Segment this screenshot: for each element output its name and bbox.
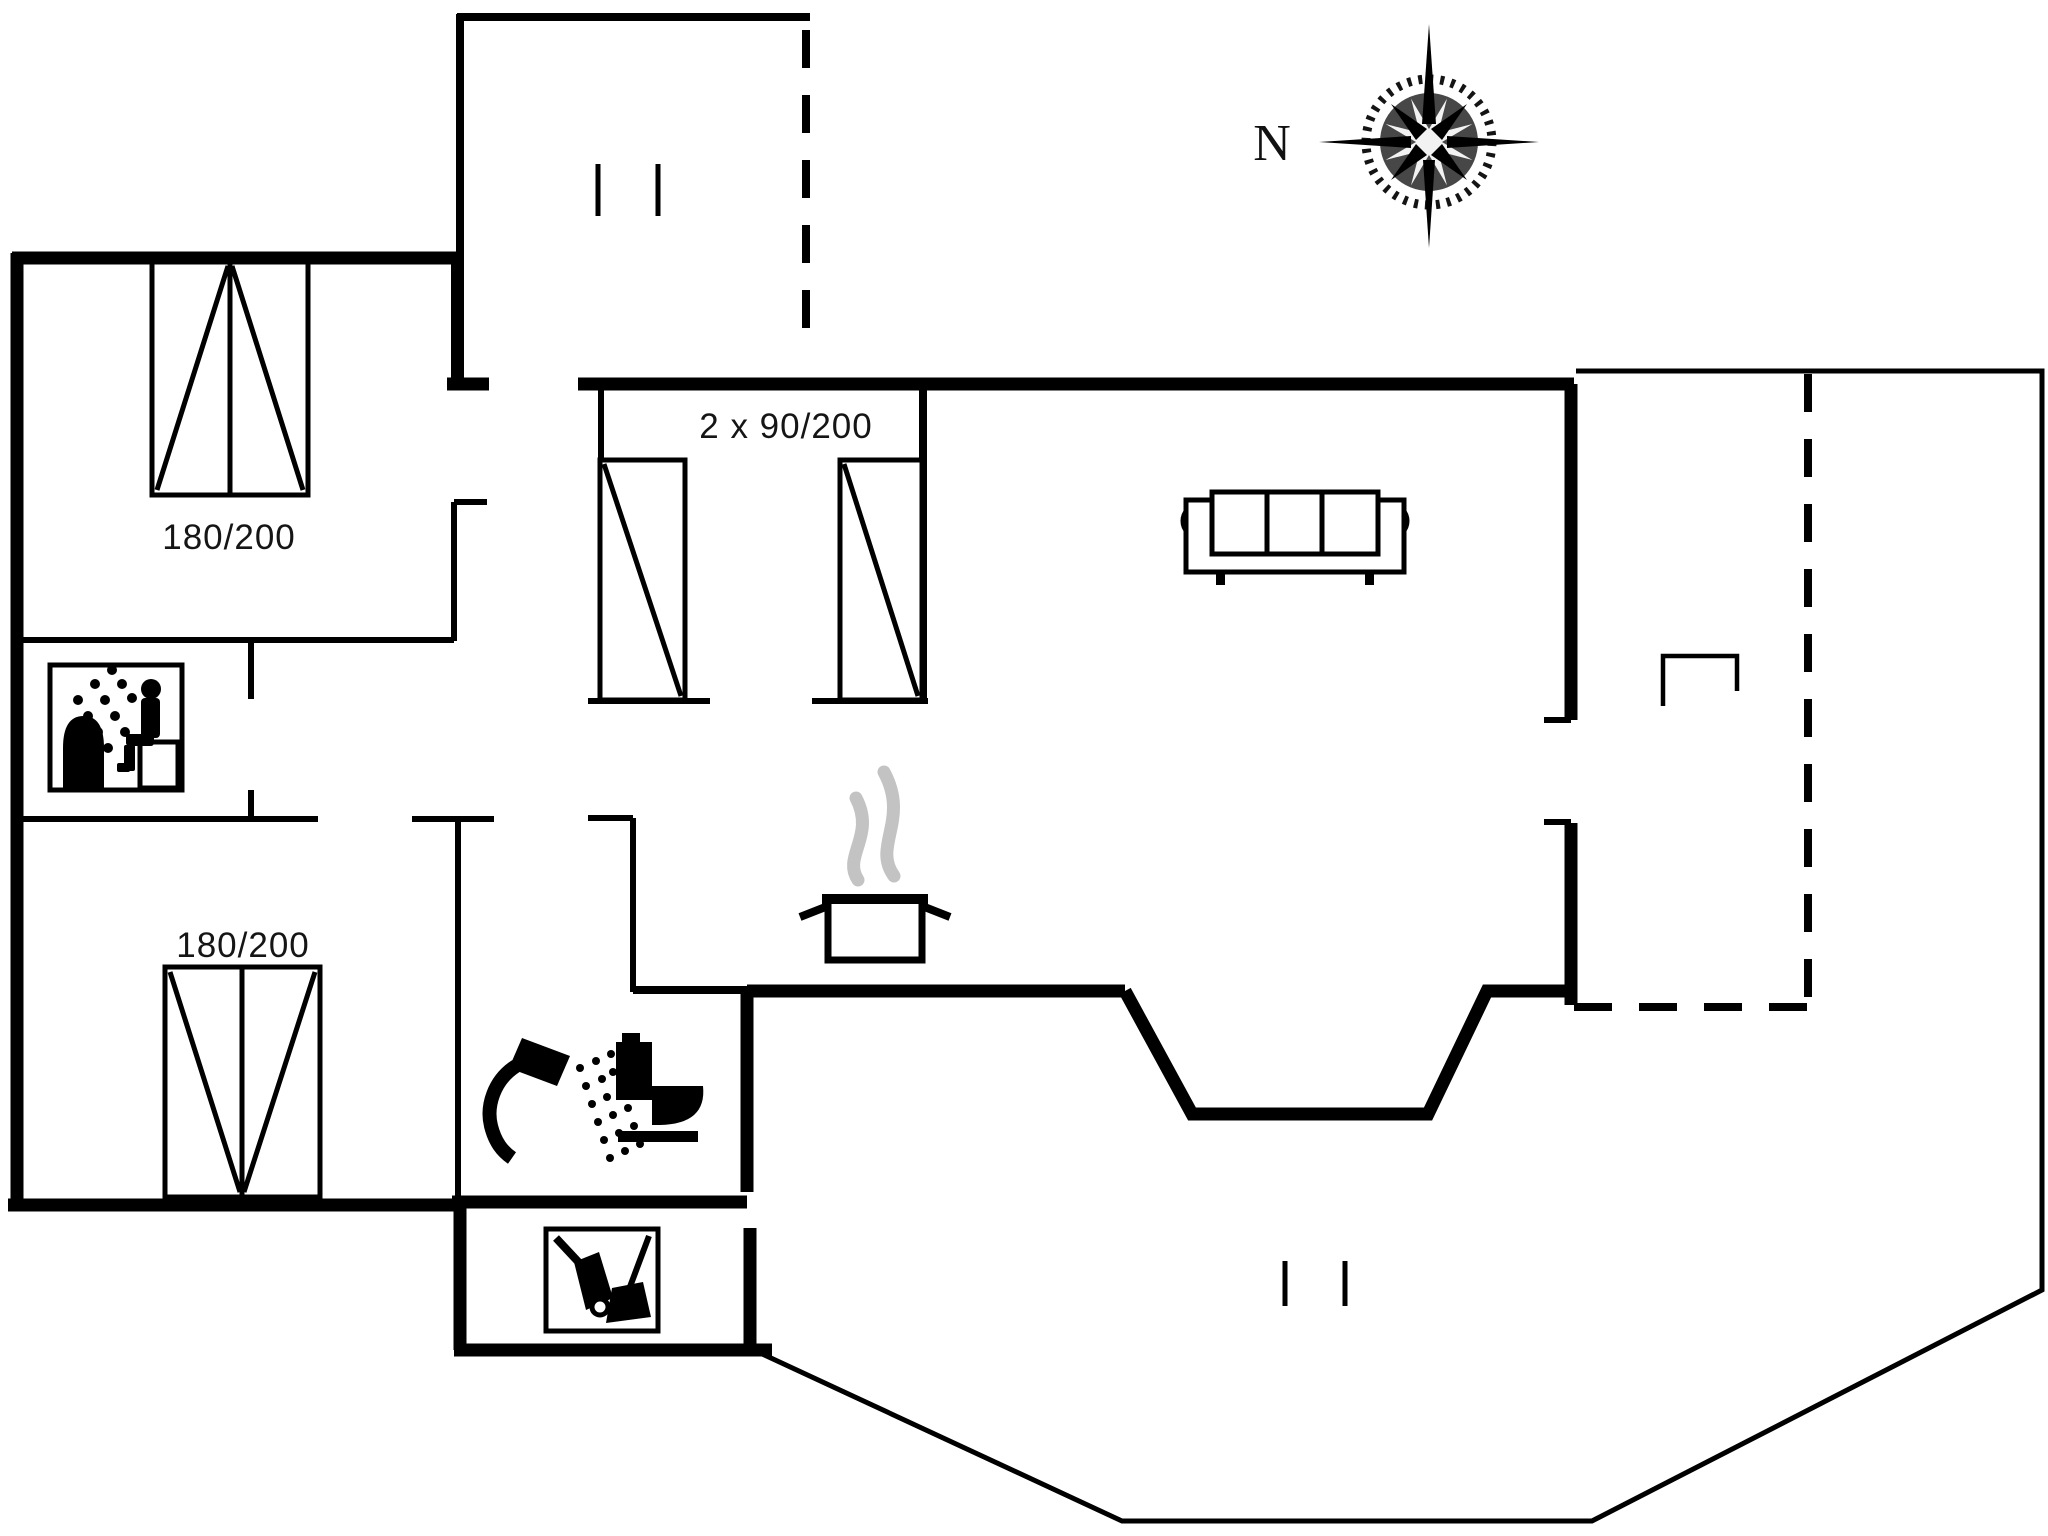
broom-handle [625, 1234, 652, 1294]
compass-north-label: N [1253, 115, 1291, 172]
toilet-base [618, 1131, 698, 1142]
terrace-outline [756, 368, 2045, 1524]
porch-walls [456, 13, 810, 380]
pot-body [824, 894, 926, 964]
sauna-bench [137, 739, 181, 791]
sauna-steam-dots [73, 665, 137, 753]
bed-size-label: 2 x 90/200 [699, 407, 872, 446]
single-bed-icon [837, 457, 925, 703]
sauna-icon [47, 662, 185, 793]
shower-icon [482, 1038, 644, 1164]
sofa-leg [1216, 572, 1225, 585]
sofa-leg [1365, 572, 1374, 585]
compass-rose-icon [1319, 24, 1539, 248]
cleaning-equipment-icon [543, 1226, 661, 1334]
dashed-lines [802, 30, 1812, 1011]
broom-head [606, 1282, 651, 1323]
sofa-cushion-dividers [1264, 492, 1325, 554]
bed-lines [154, 262, 306, 495]
vacuum-wheel [589, 1296, 611, 1318]
steam-icon [877, 765, 901, 883]
bed-size-label: 180/200 [176, 926, 310, 965]
compass-star [1385, 98, 1473, 186]
double-bed-icon [162, 964, 323, 1200]
window-tick [1282, 1261, 1348, 1306]
fireplace-icon [1660, 653, 1740, 706]
single-bed-icon [597, 457, 688, 703]
steam-icon [847, 791, 869, 887]
vacuum-body [574, 1252, 613, 1310]
double-bed-icon [149, 259, 311, 498]
sauna-stove [63, 716, 104, 788]
wall-segment [456, 13, 810, 380]
terrace-edge [756, 368, 2045, 1524]
sauna-person [117, 679, 161, 772]
dashed-covered-terrace-line [1574, 374, 1812, 1011]
window-tick [595, 164, 661, 216]
compass-points [1319, 24, 1539, 248]
toilet-icon [616, 1033, 704, 1142]
bed-lines [167, 967, 318, 1197]
toilet-bowl [652, 1086, 704, 1125]
shower-hose [482, 1060, 521, 1164]
shower-spray-dots [576, 1050, 644, 1162]
bed-lines [841, 463, 921, 697]
toilet-button [622, 1033, 640, 1042]
cooking-pot-icon [798, 765, 952, 964]
window-marks-icon [1282, 1261, 1348, 1306]
sofa-cushions [1209, 489, 1381, 557]
sofa-icon [1180, 489, 1410, 585]
shower-head [509, 1038, 570, 1086]
toilet-tank [616, 1042, 652, 1100]
bed-lines [601, 463, 684, 697]
bed-size-label: 180/200 [162, 518, 296, 557]
pot-handle [798, 902, 952, 921]
window-marks-icon [595, 164, 661, 216]
fireplace-outline [1660, 653, 1740, 706]
